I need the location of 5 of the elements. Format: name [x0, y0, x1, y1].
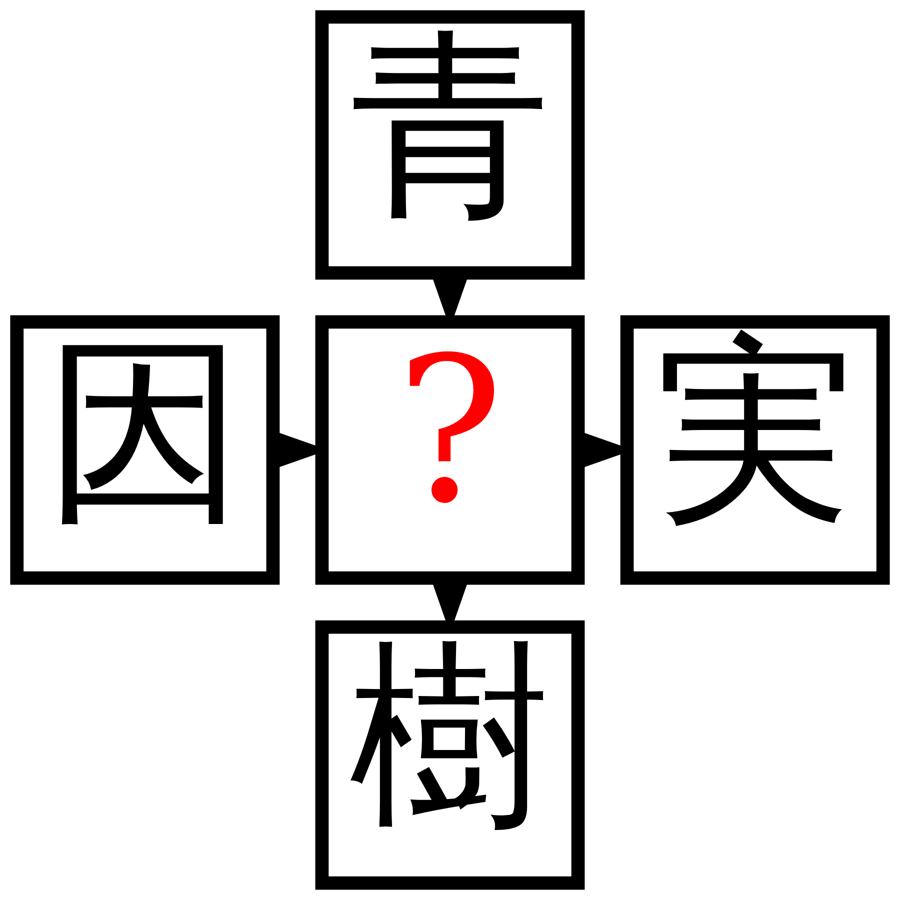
node-box: 実	[620, 315, 890, 585]
node-box: 青	[315, 10, 585, 280]
node-box: 因	[10, 315, 280, 585]
node-box: ?	[315, 315, 585, 585]
node-box: 樹	[315, 620, 585, 890]
